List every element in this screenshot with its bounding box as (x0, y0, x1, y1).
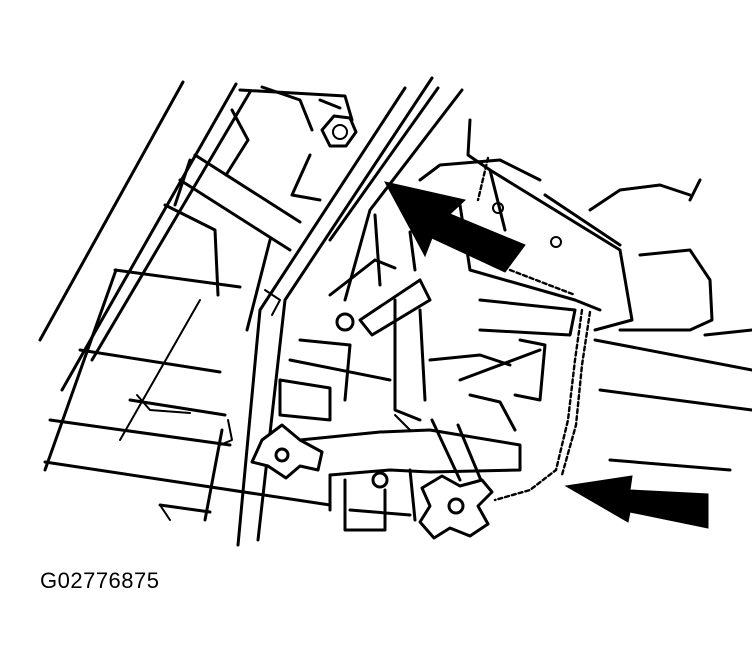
upper-bolt (320, 114, 358, 148)
hinge-mechanism (278, 213, 577, 492)
upper-callout-arrow (384, 181, 526, 273)
left-wing-nut (250, 423, 324, 480)
lower-callout-arrow (564, 475, 709, 529)
right-wing-nut (418, 474, 494, 540)
detail-marks (136, 289, 411, 521)
figure-code-label: G02776875 (40, 568, 160, 593)
body-panel-lines (38, 80, 332, 514)
retaining-cable (493, 268, 592, 502)
frame-ribs (163, 85, 354, 297)
bracket-housing (418, 118, 752, 472)
lower-strap (298, 428, 522, 532)
